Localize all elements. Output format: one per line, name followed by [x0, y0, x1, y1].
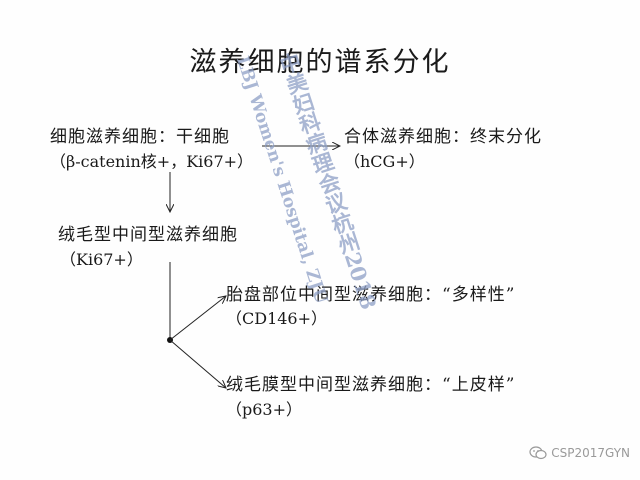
node-villous-intermediate-markers: （Ki67+）	[60, 250, 143, 269]
node-syncytio-markers: （hCG+）	[344, 152, 425, 171]
node-syncytio-label: 合体滋养细胞：终末分化	[344, 127, 542, 147]
node-stem-markers: （β-catenin核+，Ki67+）	[50, 152, 254, 171]
slide-title: 滋养细胞的谱系分化	[189, 47, 451, 78]
node-villous-intermediate-label: 绒毛型中间型滋养细胞	[58, 225, 238, 245]
source-credit: CSP2017GYN	[529, 446, 630, 460]
wechat-icon	[529, 446, 547, 460]
node-chorionic-label: 绒毛膜型中间型滋养细胞：“上皮样”	[226, 375, 516, 395]
node-implantation-site-label: 胎盘部位中间型滋养细胞：“多样性”	[226, 285, 516, 305]
credit-text: CSP2017GYN	[551, 446, 630, 460]
arrow-to-chorionic	[169, 339, 226, 388]
node-stem-label: 细胞滋养细胞：干细胞	[50, 127, 230, 147]
node-implantation-site-markers: （CD146+）	[226, 309, 328, 328]
node-chorionic-markers: （p63+）	[226, 400, 303, 419]
arrow-to-implantation-site	[169, 296, 226, 341]
